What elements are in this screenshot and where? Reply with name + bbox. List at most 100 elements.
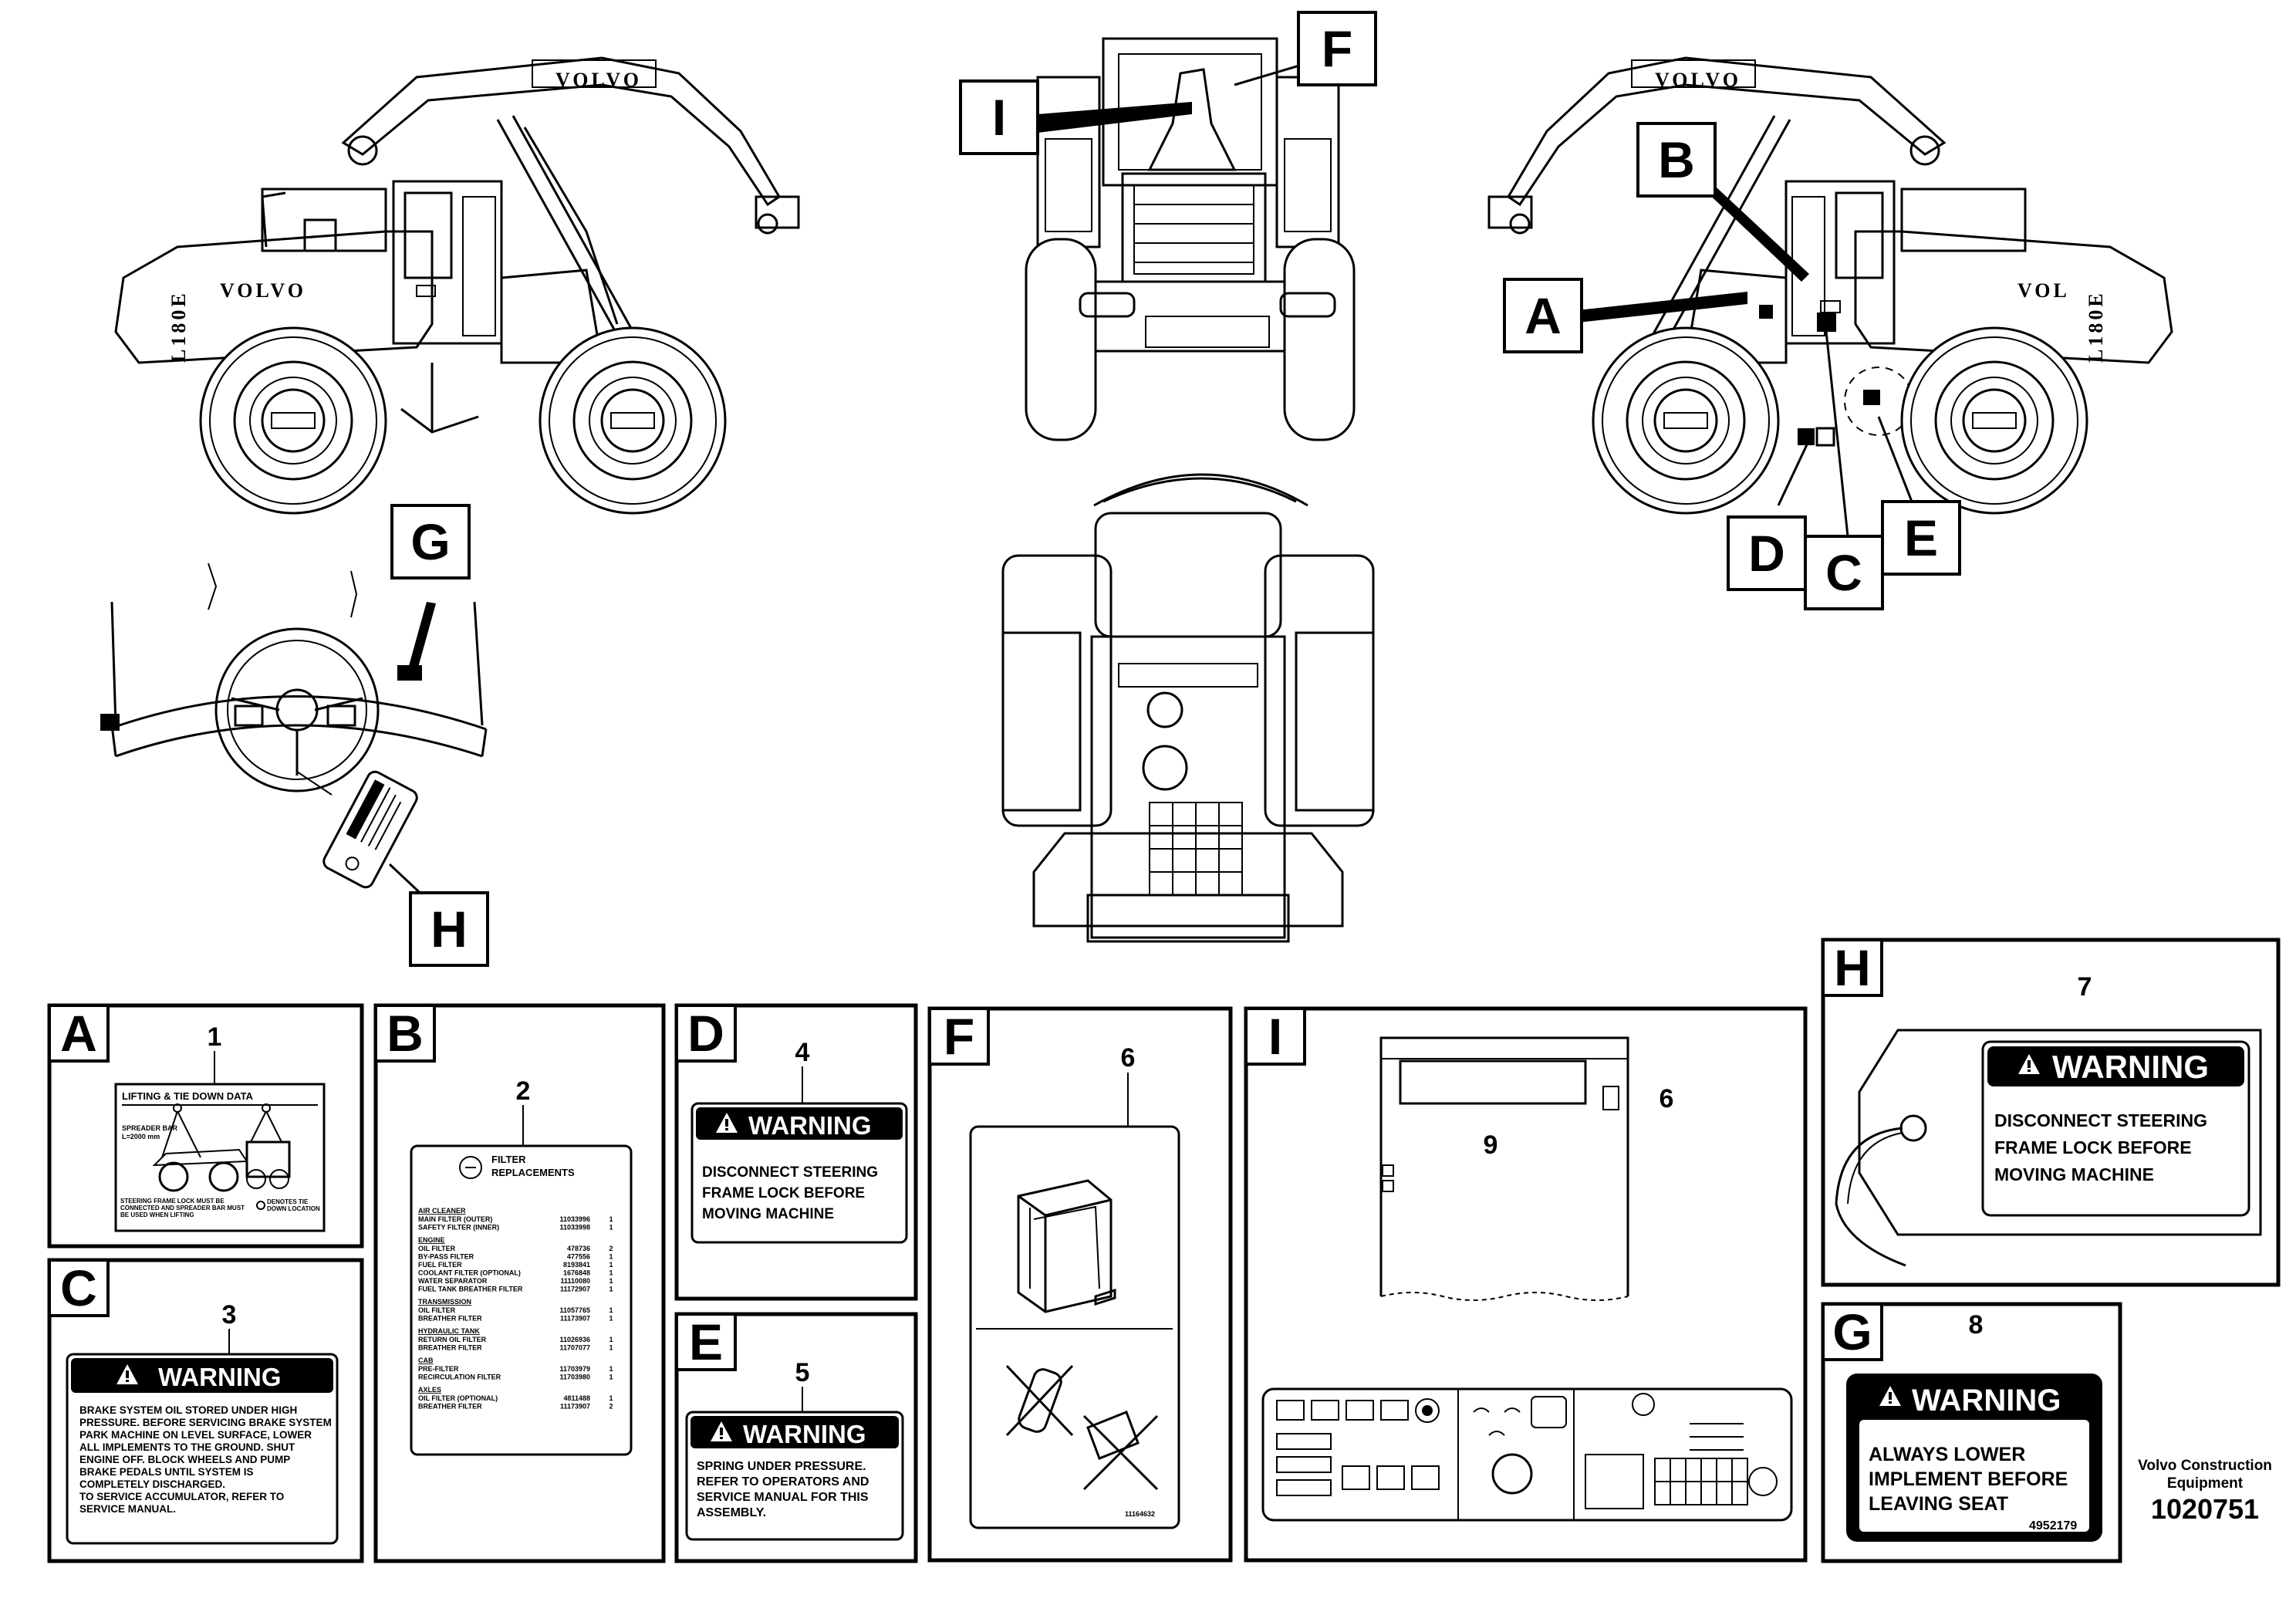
panel-c-header: WARNING bbox=[158, 1363, 282, 1391]
panel-d-item: 4 bbox=[795, 1038, 810, 1067]
panel-f-item: 6 bbox=[1121, 1043, 1136, 1073]
filter-name: BY-PASS FILTER bbox=[418, 1253, 474, 1261]
company-line-2: Equipment bbox=[2167, 1475, 2244, 1492]
filter-part-number: 1676848 bbox=[563, 1269, 590, 1277]
filter-name: OIL FILTER bbox=[418, 1245, 456, 1252]
filter-part-number: 4811488 bbox=[563, 1394, 590, 1402]
loader-front-view bbox=[1025, 37, 1356, 441]
panel-g-line-1: ALWAYS LOWER bbox=[1869, 1444, 2025, 1465]
boom-brand-left: VOLVO bbox=[555, 69, 642, 91]
panel-g-item: 8 bbox=[1969, 1310, 1984, 1340]
panel-a-note-tiedown: DENOTES TIE DOWN LOCATION bbox=[267, 1198, 320, 1212]
panel-d-header: WARNING bbox=[748, 1111, 872, 1140]
filter-quantity: 1 bbox=[609, 1344, 613, 1352]
svg-text:G: G bbox=[410, 513, 450, 570]
panel-g-part-no: 4952179 bbox=[2029, 1519, 2077, 1532]
panel-c-line: BRAKE SYSTEM OIL STORED UNDER HIGH bbox=[79, 1404, 297, 1416]
callout-i: I bbox=[959, 79, 1039, 155]
panel-c-line: COMPLETELY DISCHARGED. bbox=[79, 1478, 225, 1490]
filter-name: SAFETY FILTER (INNER) bbox=[418, 1224, 499, 1232]
panel-a-length: L=2000 mm bbox=[122, 1133, 160, 1140]
panel-d-line-3: MOVING MACHINE bbox=[702, 1206, 834, 1222]
filter-name: RECIRCULATION FILTER bbox=[418, 1374, 501, 1381]
loader-left-view: VOLVO VOLVO L180E bbox=[114, 56, 800, 515]
svg-text:B: B bbox=[1658, 131, 1695, 188]
panel-e-line-2: REFER TO OPERATORS AND bbox=[697, 1475, 869, 1489]
panel-i-item-panel: 9 bbox=[1484, 1130, 1498, 1160]
panel-a: A 1 LIFTING & TIE DOWN DATA SPREADER BAR… bbox=[47, 1003, 364, 1249]
callout-b: B bbox=[1636, 122, 1717, 198]
loader-right-view: VOLVO VOL L180E bbox=[1487, 56, 2173, 515]
panel-d-line-1: DISCONNECT STEERING bbox=[702, 1164, 878, 1181]
panel-e-line-4: ASSEMBLY. bbox=[697, 1506, 766, 1519]
panel-f-part-no: 11164632 bbox=[1125, 1510, 1155, 1518]
panel-b-title-2: REPLACEMENTS bbox=[491, 1167, 575, 1178]
filter-part-number: 8193841 bbox=[563, 1261, 590, 1269]
filter-name: BREATHER FILTER bbox=[418, 1344, 482, 1352]
panel-c-line: BRAKE PEDALS UNTIL SYSTEM IS bbox=[79, 1466, 254, 1478]
filter-part-number: 11173907 bbox=[560, 1315, 590, 1323]
panel-i-letter: I bbox=[1268, 1008, 1282, 1065]
filter-group-heading: HYDRAULIC TANK bbox=[418, 1327, 480, 1335]
svg-text:E: E bbox=[1904, 509, 1938, 566]
filter-quantity: 1 bbox=[609, 1336, 613, 1343]
hood-brand-right: VOL bbox=[2017, 279, 2070, 302]
panel-h-line-2: FRAME LOCK BEFORE bbox=[1994, 1137, 2192, 1157]
filter-quantity: 1 bbox=[609, 1365, 613, 1373]
panel-g-line-3: LEAVING SEAT bbox=[1869, 1493, 2008, 1515]
filter-quantity: 1 bbox=[609, 1374, 613, 1381]
panel-i-item-decal: 6 bbox=[1660, 1084, 1674, 1113]
callout-d: D bbox=[1727, 515, 1807, 591]
filter-group-heading: ENGINE bbox=[418, 1236, 445, 1244]
panel-g-header: WARNING bbox=[1912, 1384, 2061, 1418]
panel-c-line: ENGINE OFF. BLOCK WHEELS AND PUMP bbox=[79, 1454, 290, 1465]
filter-name: PRE-FILTER bbox=[418, 1365, 459, 1373]
panel-g-letter: G bbox=[1832, 1303, 1872, 1360]
panel-c-line: TO SERVICE ACCUMULATOR, REFER TO bbox=[79, 1491, 284, 1502]
panel-d-line-2: FRAME LOCK BEFORE bbox=[702, 1185, 865, 1201]
callout-f: F bbox=[1297, 11, 1377, 86]
panel-b: B 2 FILTER REPLACEMENTS AIR CLEANERMAIN … bbox=[373, 1003, 666, 1563]
panel-c-text: BRAKE SYSTEM OIL STORED UNDER HIGHPRESSU… bbox=[79, 1404, 332, 1515]
filter-quantity: 1 bbox=[609, 1224, 613, 1232]
filter-name: COOLANT FILTER (OPTIONAL) bbox=[418, 1269, 521, 1277]
cab-interior-view bbox=[100, 563, 488, 889]
filter-quantity: 1 bbox=[609, 1269, 613, 1277]
hood-brand-left: VOLVO bbox=[220, 279, 306, 302]
filter-part-number: 11173907 bbox=[560, 1403, 590, 1411]
panel-a-title: LIFTING & TIE DOWN DATA bbox=[122, 1090, 254, 1102]
filter-name: BREATHER FILTER bbox=[418, 1315, 482, 1323]
panel-c: C 3 WARNING BRAKE SYSTEM OIL STORED UNDE… bbox=[47, 1258, 364, 1563]
panel-e-line-3: SERVICE MANUAL FOR THIS bbox=[697, 1491, 869, 1504]
filter-part-number: 11172907 bbox=[560, 1286, 590, 1293]
filter-part-number: 478736 bbox=[567, 1245, 590, 1252]
panel-h-item: 7 bbox=[2078, 972, 2092, 1002]
panel-b-item: 2 bbox=[516, 1076, 531, 1106]
panel-h-header: WARNING bbox=[2052, 1049, 2209, 1085]
panel-g-line-2: IMPLEMENT BEFORE bbox=[1869, 1468, 2068, 1490]
panel-e: E 5 WARNING SPRING UNDER PRESSURE. REFER… bbox=[674, 1312, 918, 1563]
svg-text:H: H bbox=[430, 901, 468, 958]
svg-text:D: D bbox=[1748, 525, 1785, 582]
callout-e: E bbox=[1881, 500, 1961, 576]
filter-quantity: 1 bbox=[609, 1315, 613, 1323]
filter-quantity: 2 bbox=[609, 1403, 613, 1411]
filter-quantity: 1 bbox=[609, 1286, 613, 1293]
filter-name: FUEL FILTER bbox=[418, 1261, 462, 1269]
panel-h-line-3: MOVING MACHINE bbox=[1994, 1164, 2154, 1184]
panel-b-title-1: FILTER bbox=[491, 1154, 526, 1165]
filter-part-number: 11703980 bbox=[559, 1374, 590, 1381]
filter-group-heading: AIR CLEANER bbox=[418, 1207, 466, 1215]
panel-d-letter: D bbox=[687, 1005, 724, 1062]
boom-brand-right: VOLVO bbox=[1655, 69, 1741, 91]
panel-g: G 8 WARNING ALWAYS LOWER IMPLEMENT BEFOR… bbox=[1821, 1302, 2122, 1563]
callout-h: H bbox=[409, 891, 489, 967]
panel-c-line: PARK MACHINE ON LEVEL SURFACE, LOWER bbox=[79, 1429, 312, 1441]
model-label-right: L180E bbox=[2085, 290, 2107, 363]
filter-part-number: 11033998 bbox=[559, 1224, 590, 1232]
panel-b-letter: B bbox=[387, 1005, 424, 1062]
filter-part-number: 11110080 bbox=[560, 1277, 590, 1285]
svg-text:F: F bbox=[1322, 20, 1352, 77]
